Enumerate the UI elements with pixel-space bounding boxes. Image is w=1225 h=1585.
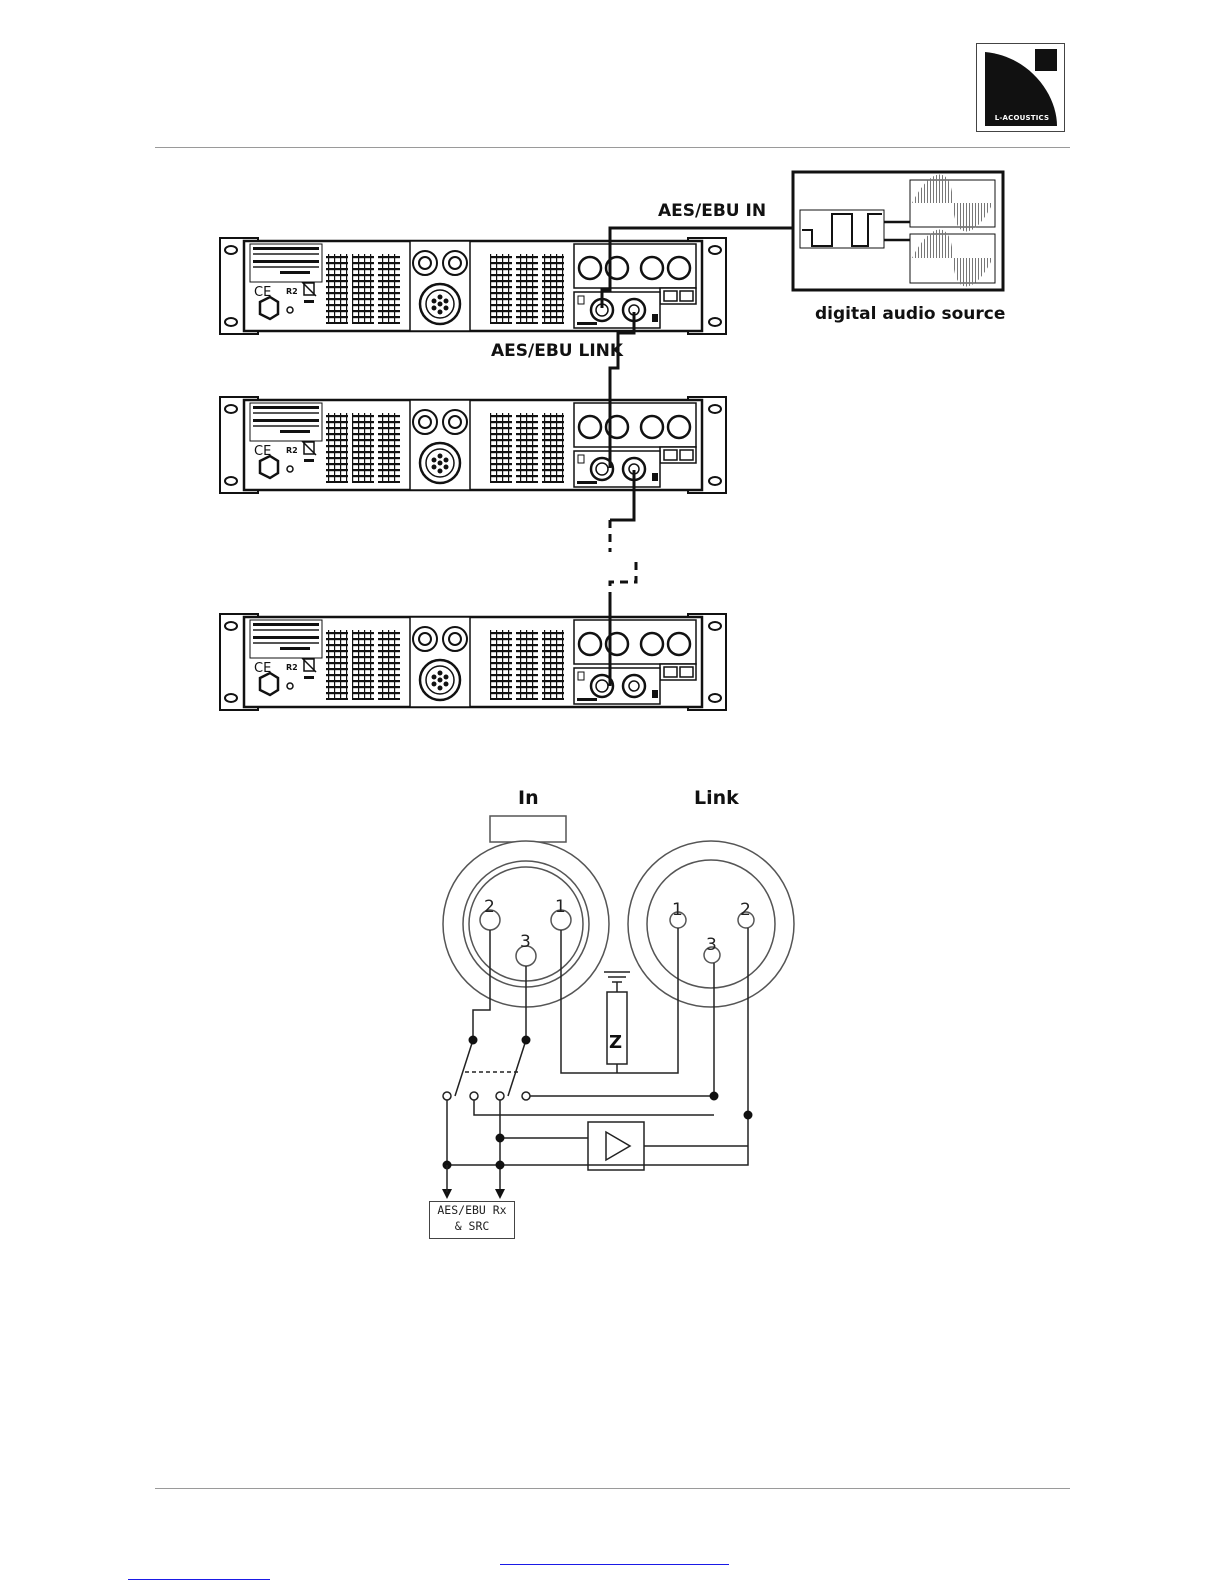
link-pin-1-number: 1 [672, 900, 683, 920]
in-pin-3-number: 3 [520, 932, 531, 952]
link-connector-face [647, 860, 775, 988]
in-connector-label: In [518, 787, 539, 809]
impedance-label: Z [609, 1032, 622, 1053]
digital-audio-source-label: digital audio source [815, 304, 1005, 324]
link-pin-2-number: 2 [740, 900, 751, 920]
aes-ebu-in-label: AES/EBU IN [658, 201, 766, 221]
amplifier-unit-2 [220, 397, 726, 493]
amplifier-unit-1 [220, 238, 726, 334]
in-pin-2-number: 2 [484, 897, 495, 917]
amplifier-chain-diagram: CE R2 [0, 0, 1225, 740]
link-pin-3-number: 3 [706, 935, 717, 955]
aes-ebu-receiver-box: AES/EBU Rx & SRC [429, 1201, 515, 1239]
link-connector-label: Link [694, 787, 739, 809]
aes-ebu-link-label: AES/EBU LINK [491, 341, 623, 361]
line-driver-buffer [588, 1122, 644, 1170]
footer-link-underline[interactable] [500, 1564, 729, 1565]
in-latch [490, 816, 566, 842]
amplifier-unit-3 [220, 614, 726, 710]
footer-link-underline-2[interactable] [128, 1579, 270, 1580]
footer-rule [155, 1488, 1070, 1489]
receiver-label-line2: & SRC [430, 1218, 514, 1234]
xlr-wiring-schematic [0, 760, 1225, 1260]
in-pin-1-number: 1 [555, 897, 566, 917]
receiver-label-line1: AES/EBU Rx [430, 1202, 514, 1218]
impedance-resistor [607, 992, 627, 1064]
